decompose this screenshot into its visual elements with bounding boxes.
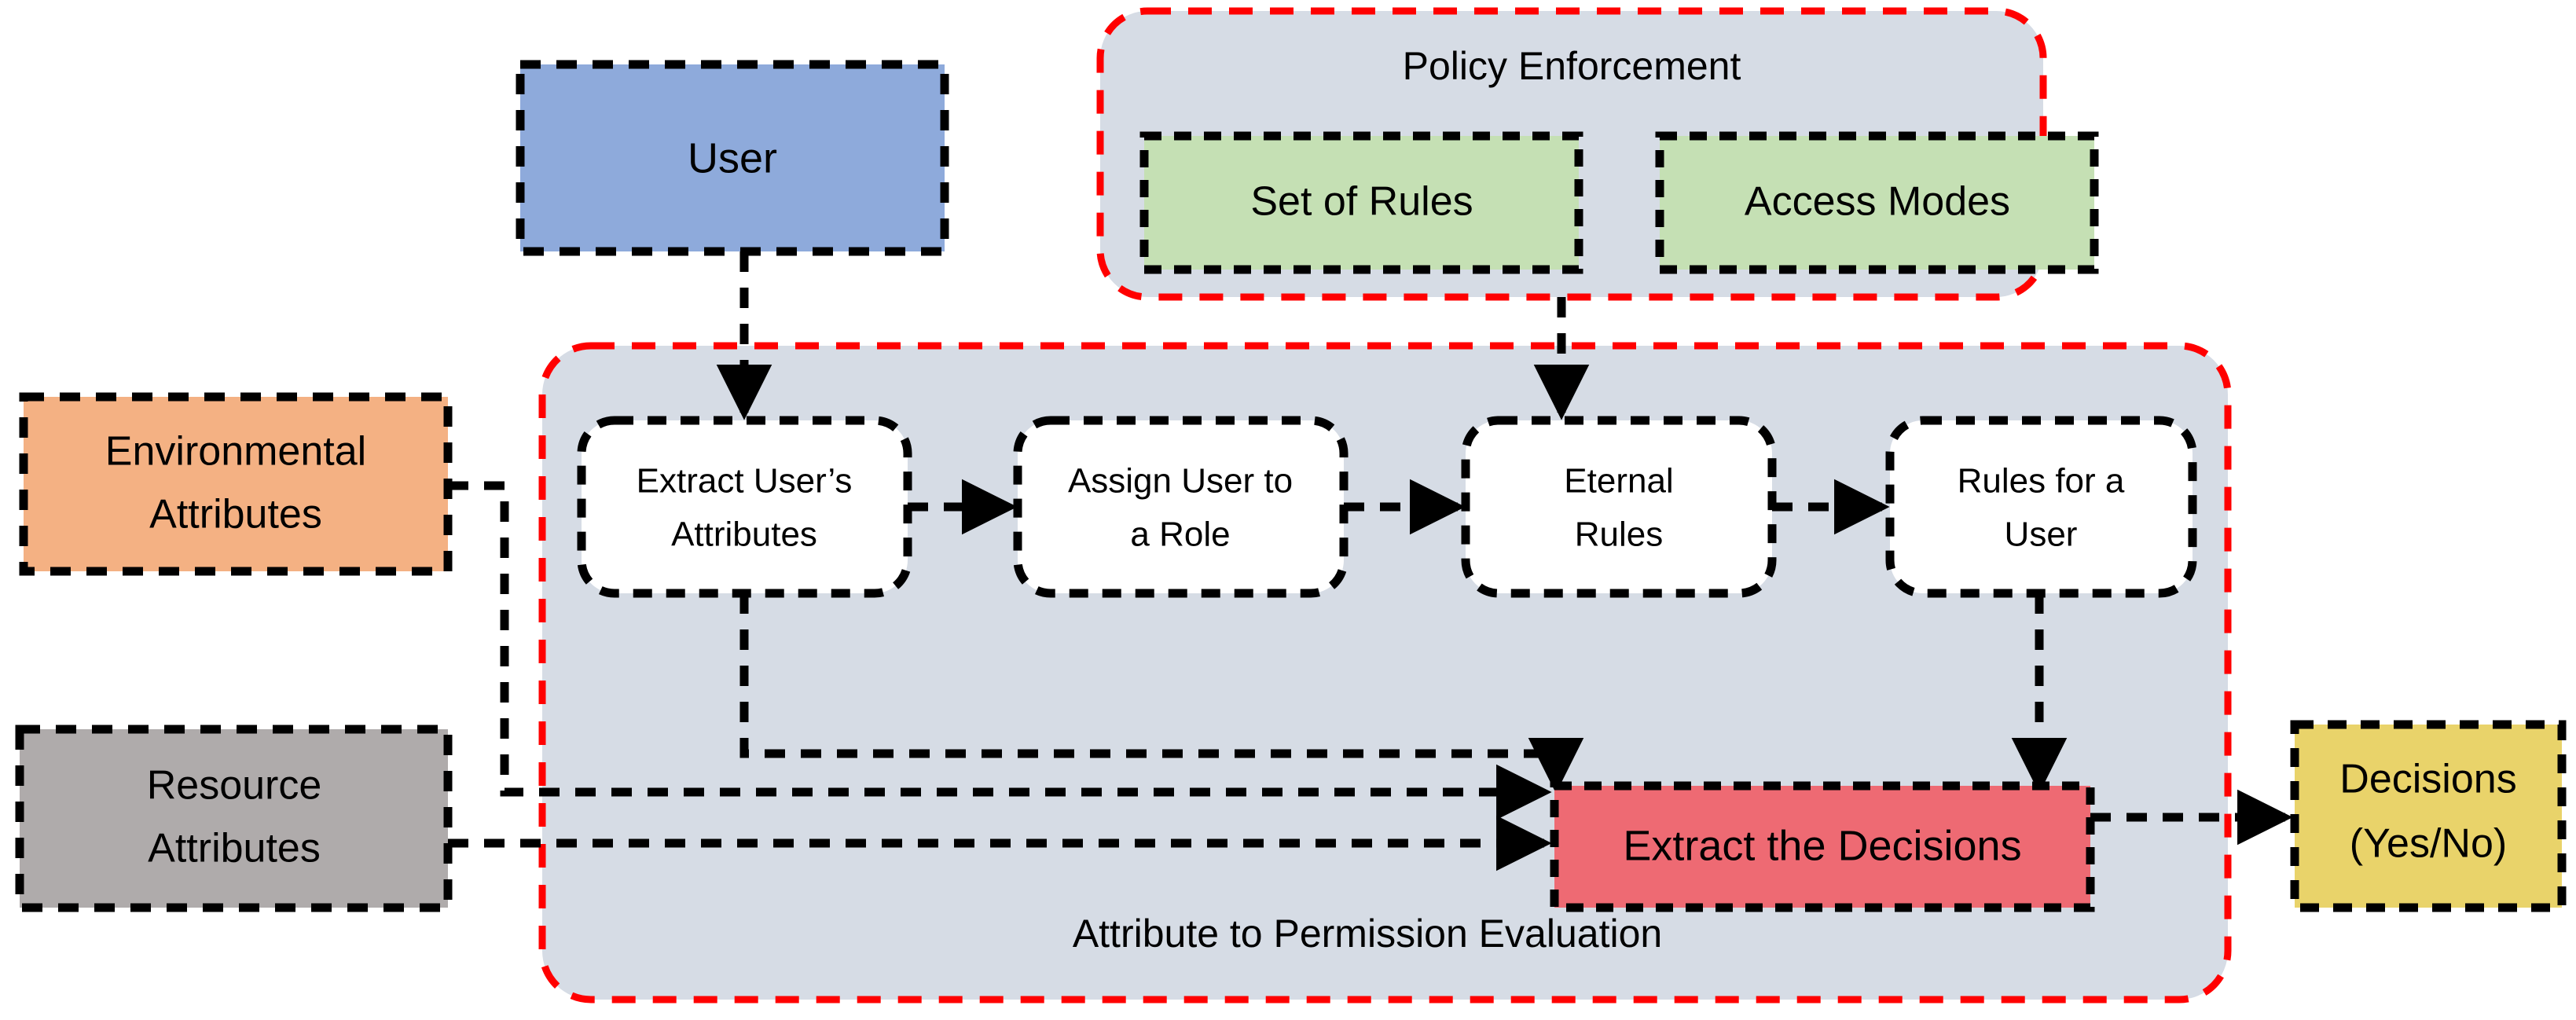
- assign-user-to-a-role-label-line1: Assign User to: [1068, 462, 1293, 501]
- extract-users-attributes-box[interactable]: [577, 416, 912, 598]
- extract-users-attributes-label-line1: Extract User’s: [637, 462, 853, 501]
- node-set-of-rules[interactable]: Set of Rules: [1139, 131, 1583, 274]
- user-box[interactable]: [516, 60, 949, 256]
- access-modes-label: Access Modes: [1745, 179, 2010, 225]
- decisions-output-box[interactable]: [2290, 720, 2567, 912]
- assign-user-to-a-role-label-line2: a Role: [1130, 516, 1230, 554]
- node-extract-users-attributes[interactable]: Extract User’s Attributes: [577, 416, 912, 598]
- environmental-attributes-label-line2: Attributes: [149, 492, 322, 538]
- rules-for-a-user-label-line2: User: [2005, 516, 2078, 554]
- eternal-rules-box[interactable]: [1461, 416, 1777, 598]
- node-resource-attributes[interactable]: Resource Attributes: [15, 725, 453, 912]
- attribute-permission-evaluation-title: Attribute to Permission Evaluation: [1073, 912, 1662, 956]
- eternal-rules-label-line2: Rules: [1575, 516, 1664, 554]
- set-of-rules-label: Set of Rules: [1250, 179, 1473, 225]
- decisions-output-label-line2: (Yes/No): [2350, 821, 2507, 867]
- resource-attributes-box[interactable]: [15, 725, 453, 912]
- policy-enforcement-title: Policy Enforcement: [1403, 44, 1741, 88]
- extract-the-decisions-label: Extract the Decisions: [1623, 822, 2021, 869]
- extract-users-attributes-label-line2: Attributes: [671, 516, 817, 554]
- node-eternal-rules[interactable]: Eternal Rules: [1461, 416, 1777, 598]
- resource-attributes-label-line2: Attributes: [148, 826, 321, 871]
- environmental-attributes-label-line1: Environmental: [105, 429, 366, 475]
- rules-for-a-user-label-line1: Rules for a: [1958, 462, 2125, 501]
- set-of-rules-box[interactable]: [1139, 131, 1583, 274]
- node-environmental-attributes[interactable]: Environmental Attributes: [19, 392, 453, 576]
- environmental-attributes-box[interactable]: [19, 392, 453, 576]
- eternal-rules-label-line1: Eternal: [1564, 462, 1673, 501]
- rules-for-a-user-box[interactable]: [1885, 416, 2197, 598]
- edge-environmental-to-decisions: [448, 481, 1552, 820]
- node-assign-user-to-a-role[interactable]: Assign User to a Role: [1013, 416, 1349, 598]
- extract-the-decisions-box[interactable]: [1550, 781, 2095, 912]
- node-decisions-output[interactable]: Decisions (Yes/No): [2290, 720, 2567, 912]
- edge-extract-attributes-to-decisions: [739, 593, 1584, 794]
- node-extract-the-decisions[interactable]: Extract the Decisions: [1550, 781, 2095, 912]
- node-user[interactable]: User: [516, 60, 949, 256]
- access-modes-box[interactable]: [1655, 131, 2099, 274]
- node-rules-for-a-user[interactable]: Rules for a User: [1885, 416, 2197, 598]
- node-access-modes[interactable]: Access Modes: [1655, 131, 2099, 274]
- assign-user-to-a-role-box[interactable]: [1013, 416, 1349, 598]
- user-label: User: [688, 134, 777, 182]
- decisions-output-label-line1: Decisions: [2339, 757, 2516, 802]
- resource-attributes-label-line1: Resource: [147, 763, 322, 809]
